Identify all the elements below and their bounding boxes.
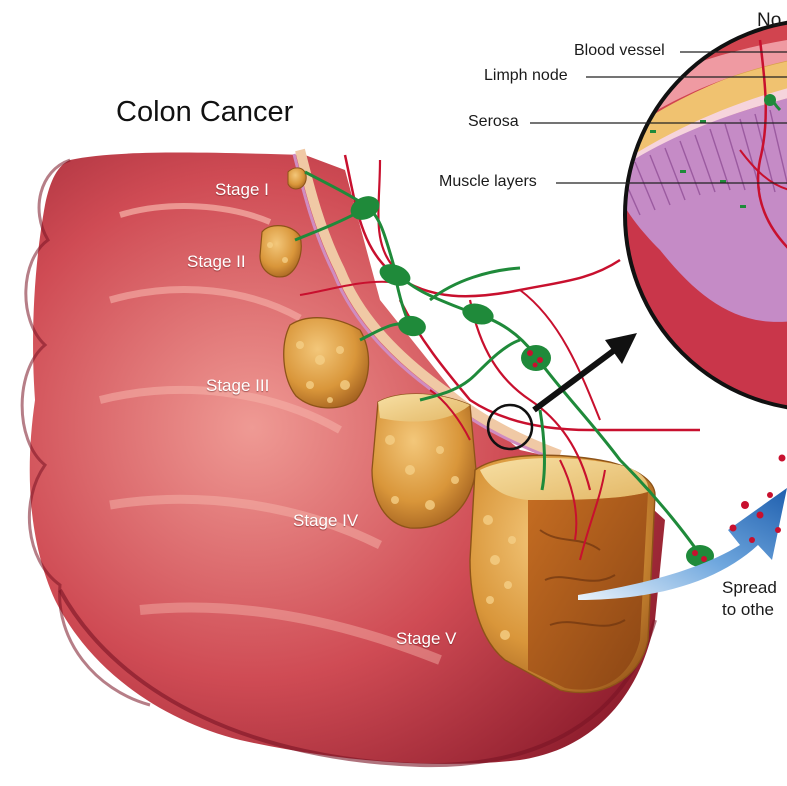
lymph-vessel-network xyxy=(294,154,714,567)
label-stage-5: Stage V xyxy=(396,629,457,648)
tumor-texture xyxy=(267,242,516,640)
tumor-stage-3 xyxy=(283,317,370,409)
magnified-wall-inset xyxy=(623,20,787,410)
label-stage-1: Stage I xyxy=(215,180,269,199)
label-muscle-layers: Muscle layers xyxy=(439,173,537,190)
spread-arrow xyxy=(578,454,787,600)
label-normal: No xyxy=(757,10,782,31)
tumor-stage-2 xyxy=(259,225,302,278)
label-spread-line2: to othe xyxy=(722,600,774,619)
tumor-stage-5 xyxy=(469,454,656,694)
tumor-stage-1 xyxy=(287,167,307,190)
zoom-source-circle xyxy=(486,403,534,451)
label-stage-3: Stage III xyxy=(206,376,270,395)
label-stage-2: Stage II xyxy=(187,252,246,271)
diagram-title: Colon Cancer xyxy=(116,96,294,128)
label-blood-vessel: Blood vessel xyxy=(574,42,665,59)
tumor-stage-4 xyxy=(371,393,477,529)
label-limph-node: Limph node xyxy=(484,67,568,84)
zoom-arrow xyxy=(532,333,637,413)
label-stage-4: Stage IV xyxy=(293,511,359,530)
label-serosa: Serosa xyxy=(468,113,519,130)
label-spread-line1: Spread xyxy=(722,578,777,597)
leader-lines xyxy=(530,51,787,184)
